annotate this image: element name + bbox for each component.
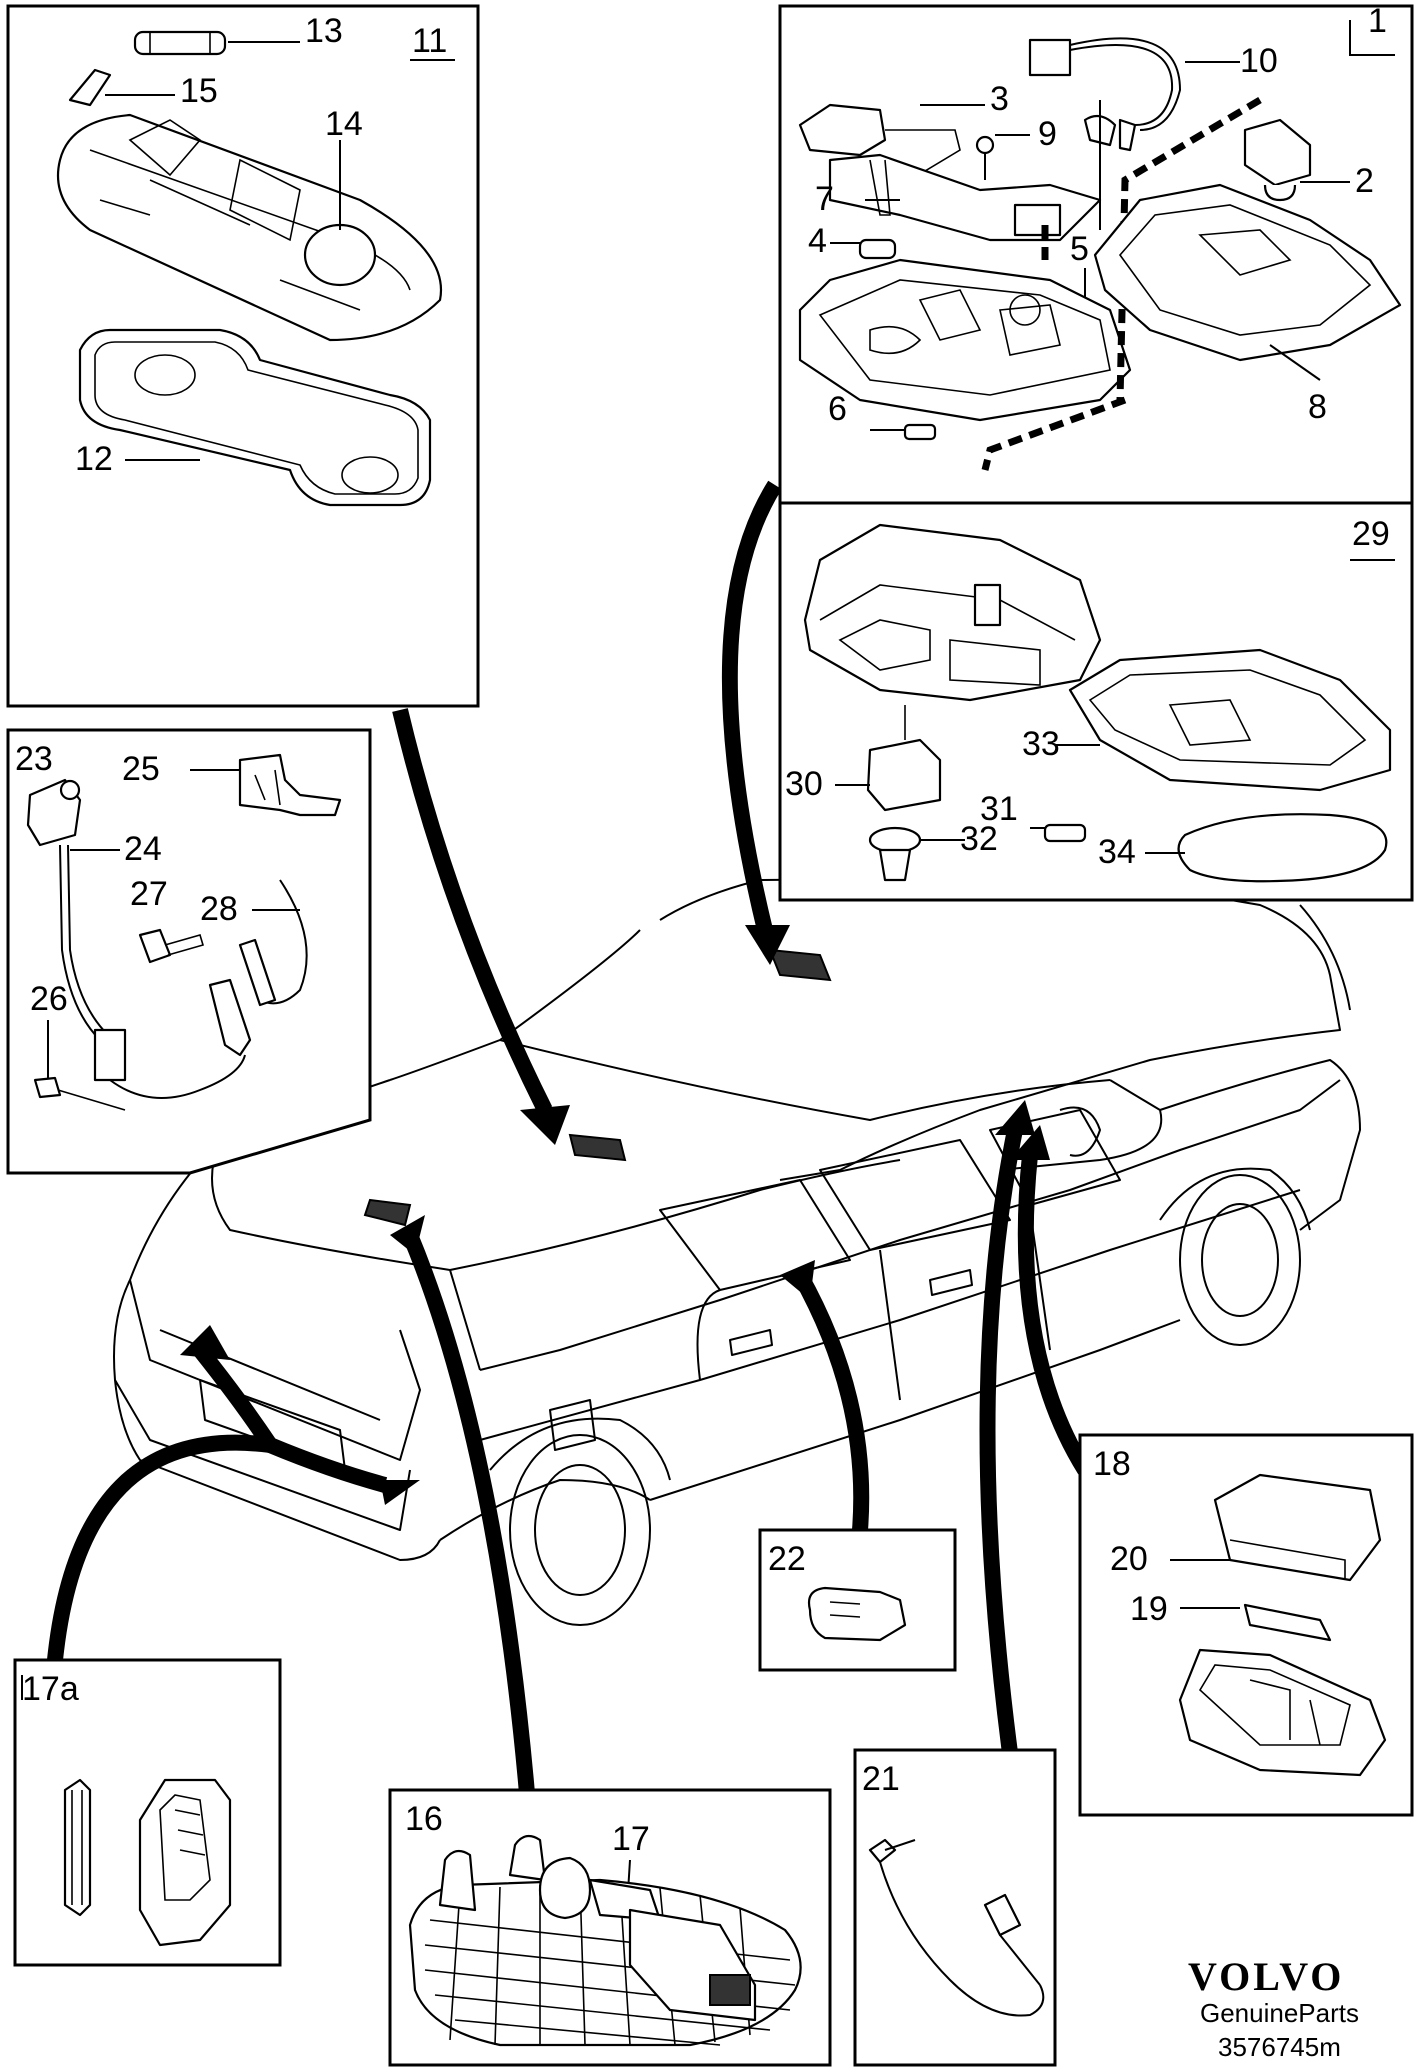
callout-26: 26 bbox=[30, 980, 68, 1018]
box-22: 22 bbox=[758, 1528, 957, 1672]
callout-8: 8 bbox=[1308, 388, 1327, 426]
callout-31: 31 bbox=[980, 790, 1018, 828]
callout-25: 25 bbox=[122, 750, 160, 788]
callout-22: 22 bbox=[768, 1540, 806, 1578]
box-23: 23 25 24 27 28 26 bbox=[6, 728, 372, 1175]
callout-16: 16 bbox=[405, 1800, 443, 1838]
callout-18: 18 bbox=[1093, 1445, 1131, 1483]
callout-15: 15 bbox=[180, 72, 218, 110]
callout-3: 3 bbox=[990, 80, 1009, 118]
volvo-brand-block: VOLVO GenuineParts 3576745m bbox=[1188, 1954, 1359, 2062]
callout-29: 29 bbox=[1352, 515, 1390, 553]
callout-30: 30 bbox=[785, 765, 823, 803]
callout-6: 6 bbox=[828, 390, 847, 428]
callout-13: 13 bbox=[305, 12, 343, 50]
callout-28: 28 bbox=[200, 890, 238, 928]
callout-32: 32 bbox=[960, 820, 998, 858]
callout-5: 5 bbox=[1070, 230, 1089, 268]
callout-27: 27 bbox=[130, 875, 168, 913]
callout-21: 21 bbox=[862, 1760, 900, 1798]
callout-24: 24 bbox=[124, 830, 162, 868]
callout-17: 17 bbox=[612, 1820, 650, 1858]
box-18: 18 20 19 bbox=[1078, 1433, 1414, 1817]
callout-7: 7 bbox=[815, 180, 834, 218]
callout-23: 23 bbox=[15, 740, 53, 778]
box-16: 16 17 bbox=[388, 1788, 832, 2067]
box-17a: 17a bbox=[13, 1658, 282, 1967]
callout-14: 14 bbox=[325, 105, 363, 143]
callout-4: 4 bbox=[808, 222, 827, 260]
callout-1: 1 bbox=[1368, 2, 1387, 40]
callout-20: 20 bbox=[1110, 1540, 1148, 1578]
box-11: 11 13 15 14 12 bbox=[6, 4, 480, 708]
callout-12: 12 bbox=[75, 440, 113, 478]
box-21: 21 bbox=[853, 1748, 1057, 2067]
box-1: 1 10 3 9 2 7 4 5 bbox=[778, 2, 1414, 505]
volvo-logo-text: VOLVO bbox=[1188, 1954, 1344, 1999]
box-29: 29 33 30 31 32 34 bbox=[778, 501, 1414, 902]
callout-17a: 17a bbox=[22, 1670, 79, 1708]
diagram-number: 3576745m bbox=[1218, 2032, 1341, 2062]
callout-9: 9 bbox=[1038, 115, 1057, 153]
callout-34: 34 bbox=[1098, 833, 1136, 871]
genuine-parts-text: GenuineParts bbox=[1200, 1998, 1359, 2028]
callout-19: 19 bbox=[1130, 1590, 1168, 1628]
car-outline bbox=[113, 877, 1361, 1626]
callout-33: 33 bbox=[1022, 725, 1060, 763]
callout-11: 11 bbox=[412, 22, 447, 60]
callout-2: 2 bbox=[1355, 162, 1374, 200]
callout-10: 10 bbox=[1240, 42, 1278, 80]
